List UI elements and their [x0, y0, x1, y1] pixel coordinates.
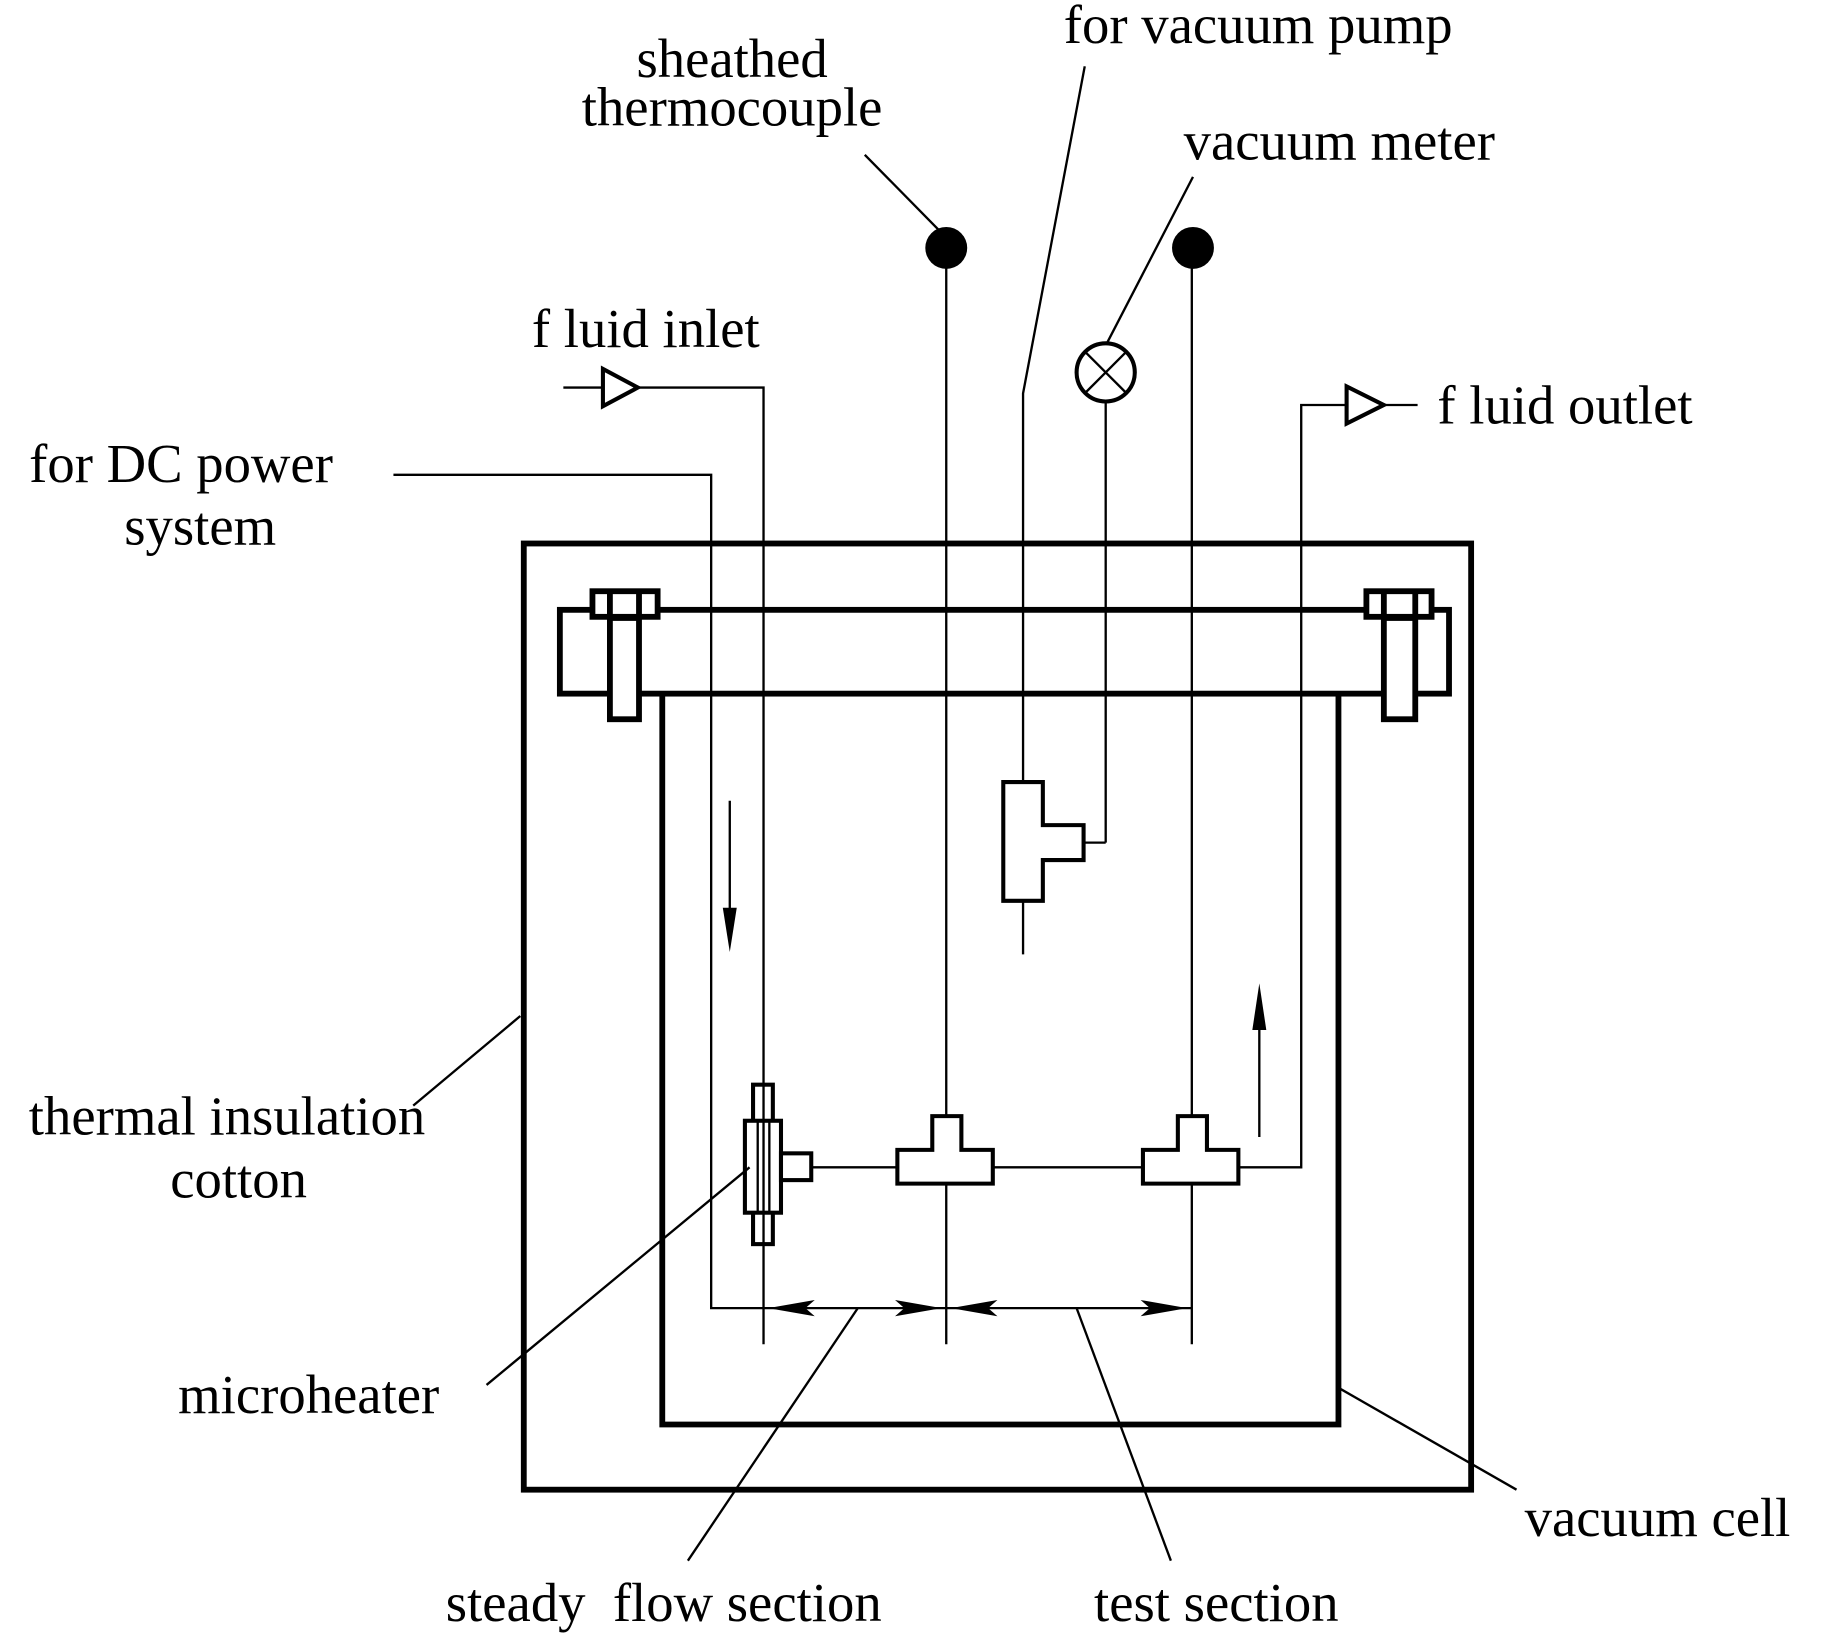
- outlet-pipe: [1238, 403, 1347, 1169]
- leader-microheater: [485, 1166, 751, 1386]
- label-thermal-insulation: thermal insulation: [29, 1086, 425, 1147]
- leader-vacuum-cell: [1339, 1387, 1518, 1491]
- inlet-triangle-icon: [600, 365, 643, 410]
- steady-flow-dimension: [763, 1299, 947, 1317]
- down-arrow-icon: [722, 800, 737, 953]
- label-fluid-outlet: f luid outlet: [1437, 375, 1692, 436]
- leader-vacuum-meter: [1105, 176, 1195, 344]
- vacuum-cell: [659, 693, 1342, 1428]
- up-arrow-icon: [1252, 983, 1267, 1138]
- left-bolt: [589, 588, 661, 723]
- label-fluid-inlet: f luid inlet: [532, 298, 760, 359]
- vacuum-meter-icon: [1074, 341, 1137, 404]
- label-test-section: test section: [1094, 1572, 1339, 1633]
- thermal-insulation-box: [520, 540, 1475, 1493]
- leader-insulation: [412, 1015, 522, 1107]
- thermocouple-1: [895, 226, 995, 1345]
- dc-power-line: [393, 473, 764, 1310]
- test-section-dimension: [946, 1299, 1192, 1317]
- label-sheathed: sheathed: [636, 28, 827, 89]
- outlet-triangle-icon: [1344, 383, 1389, 427]
- leader-test-section: [1075, 1307, 1172, 1562]
- label-microheater: microheater: [178, 1364, 439, 1425]
- leader-thermocouple: [863, 153, 939, 231]
- vacuum-pump-line: [1021, 66, 1086, 955]
- label-steady-flow: steady flow section: [446, 1572, 882, 1633]
- label-cotton: cotton: [170, 1149, 307, 1210]
- thermocouple-1-head-icon: [925, 226, 968, 269]
- label-dc-system: system: [124, 496, 276, 557]
- thermocouple-2: [1140, 226, 1241, 1345]
- label-vacuum-meter: vacuum meter: [1184, 110, 1495, 171]
- flange: [556, 606, 1452, 697]
- vacuum-tee: [1001, 780, 1086, 903]
- label-vacuum-pump: for vacuum pump: [1064, 0, 1453, 55]
- microheater: [742, 1082, 814, 1247]
- label-dc-power: for DC power: [29, 433, 333, 494]
- inlet-pipe: [637, 386, 765, 1345]
- leader-steady-flow: [686, 1307, 859, 1562]
- thermocouple-2-head-icon: [1172, 226, 1214, 269]
- label-vacuum-cell: vacuum cell: [1525, 1487, 1791, 1548]
- right-bolt: [1363, 588, 1435, 723]
- label-thermocouple: thermocouple: [582, 77, 883, 138]
